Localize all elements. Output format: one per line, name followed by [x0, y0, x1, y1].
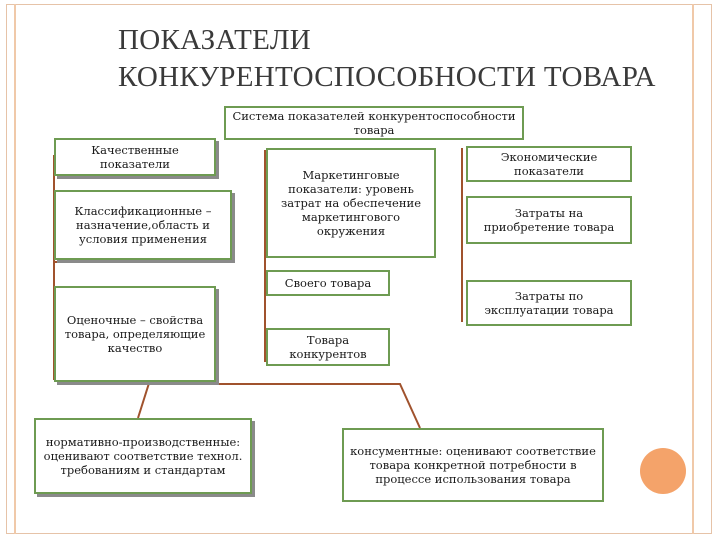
- title-line-1: ПОКАЗАТЕЛИ: [118, 24, 312, 56]
- evaluative-split-left: [137, 379, 151, 419]
- acquisition-costs-box: Затраты на приобретение товара: [466, 196, 632, 244]
- own-goods-label: Своего товара: [284, 276, 372, 290]
- economic-indicators-label: Экономические показатели: [500, 150, 598, 178]
- right-decorative-stripe: [692, 4, 694, 534]
- system-indicators-label: Система показателей конкурентоспособност…: [232, 109, 516, 137]
- quality-indicators-label: Качественные показатели: [91, 143, 179, 171]
- slide-title: ПОКАЗАТЕЛИ КОНКУРЕНТОСПОСОБНОСТИ ТОВАРА: [118, 22, 698, 96]
- acquisition-costs-label: Затраты на приобретение товара: [483, 206, 615, 234]
- decorative-orange-circle: [640, 448, 686, 494]
- operation-costs-label: Затраты по эксплуатации товара: [484, 289, 614, 317]
- consumer-box: консументные: оценивают соответствие тов…: [342, 428, 604, 502]
- consumer-label: консументные: оценивают соответствие тов…: [350, 444, 596, 486]
- system-indicators-box: Система показателей конкурентоспособност…: [224, 106, 524, 140]
- left-decorative-stripe: [14, 4, 16, 534]
- own-goods-box: Своего товара: [266, 270, 390, 296]
- marketing-indicators-label: Маркетинговые показатели: уровень затрат…: [280, 168, 421, 238]
- evaluative-split-right: [149, 379, 421, 429]
- evaluative-label: Оценочные – свойства товара, определяющи…: [64, 313, 206, 355]
- title-line-2: КОНКУРЕНТОСПОСОБНОСТИ ТОВАРА: [118, 61, 656, 93]
- normative-label: нормативно-производственные: оценивают с…: [43, 435, 243, 477]
- slide-frame: [6, 4, 712, 534]
- operation-costs-box: Затраты по эксплуатации товара: [466, 280, 632, 326]
- competitor-goods-box: Товара конкурентов: [266, 328, 390, 366]
- quality-indicators-box: Качественные показатели: [54, 138, 216, 176]
- classification-box: Классификационные – назначение,область и…: [54, 190, 232, 260]
- economic-indicators-box: Экономические показатели: [466, 146, 632, 182]
- evaluative-box: Оценочные – свойства товара, определяющи…: [54, 286, 216, 382]
- normative-box: нормативно-производственные: оценивают с…: [34, 418, 252, 494]
- classification-label: Классификационные – назначение,область и…: [74, 204, 212, 246]
- marketing-indicators-box: Маркетинговые показатели: уровень затрат…: [266, 148, 436, 258]
- competitor-goods-label: Товара конкурентов: [289, 333, 367, 361]
